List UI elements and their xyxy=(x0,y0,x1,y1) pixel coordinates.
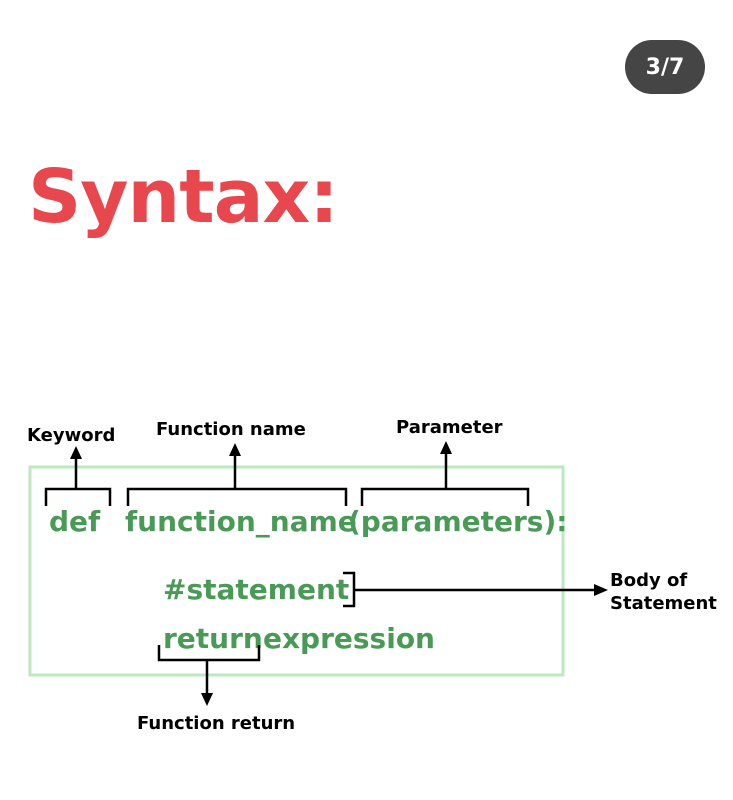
code-def-keyword: def xyxy=(49,505,101,538)
code-expression: expression xyxy=(263,622,435,655)
body-of-label: Body of xyxy=(610,570,687,591)
keyword-bracket xyxy=(44,446,112,506)
function-name-arrowhead xyxy=(229,443,241,456)
function-name-bracket xyxy=(126,443,348,506)
code-function-name: function_name xyxy=(125,505,357,538)
return-bracket xyxy=(157,645,261,706)
function-name-label: Function name xyxy=(156,419,306,440)
keyword-arrowhead xyxy=(70,446,82,459)
statement-arrowhead xyxy=(594,584,608,596)
statement-label: Statement xyxy=(610,593,717,614)
code-statement: #statement xyxy=(163,573,349,606)
statement-bracket xyxy=(343,571,608,608)
code-box xyxy=(28,465,565,677)
page-indicator-badge: 3/7 xyxy=(625,40,705,94)
code-parameters: (parameters): xyxy=(348,505,567,538)
parameter-arrowhead xyxy=(440,441,452,454)
parameter-bracket xyxy=(360,441,530,506)
page-title: Syntax: xyxy=(28,154,339,240)
code-return-keyword: return xyxy=(163,622,263,655)
return-arrowhead xyxy=(201,693,213,706)
function-return-label: Function return xyxy=(137,713,295,734)
parameter-label: Parameter xyxy=(396,417,503,438)
keyword-label: Keyword xyxy=(27,425,115,446)
